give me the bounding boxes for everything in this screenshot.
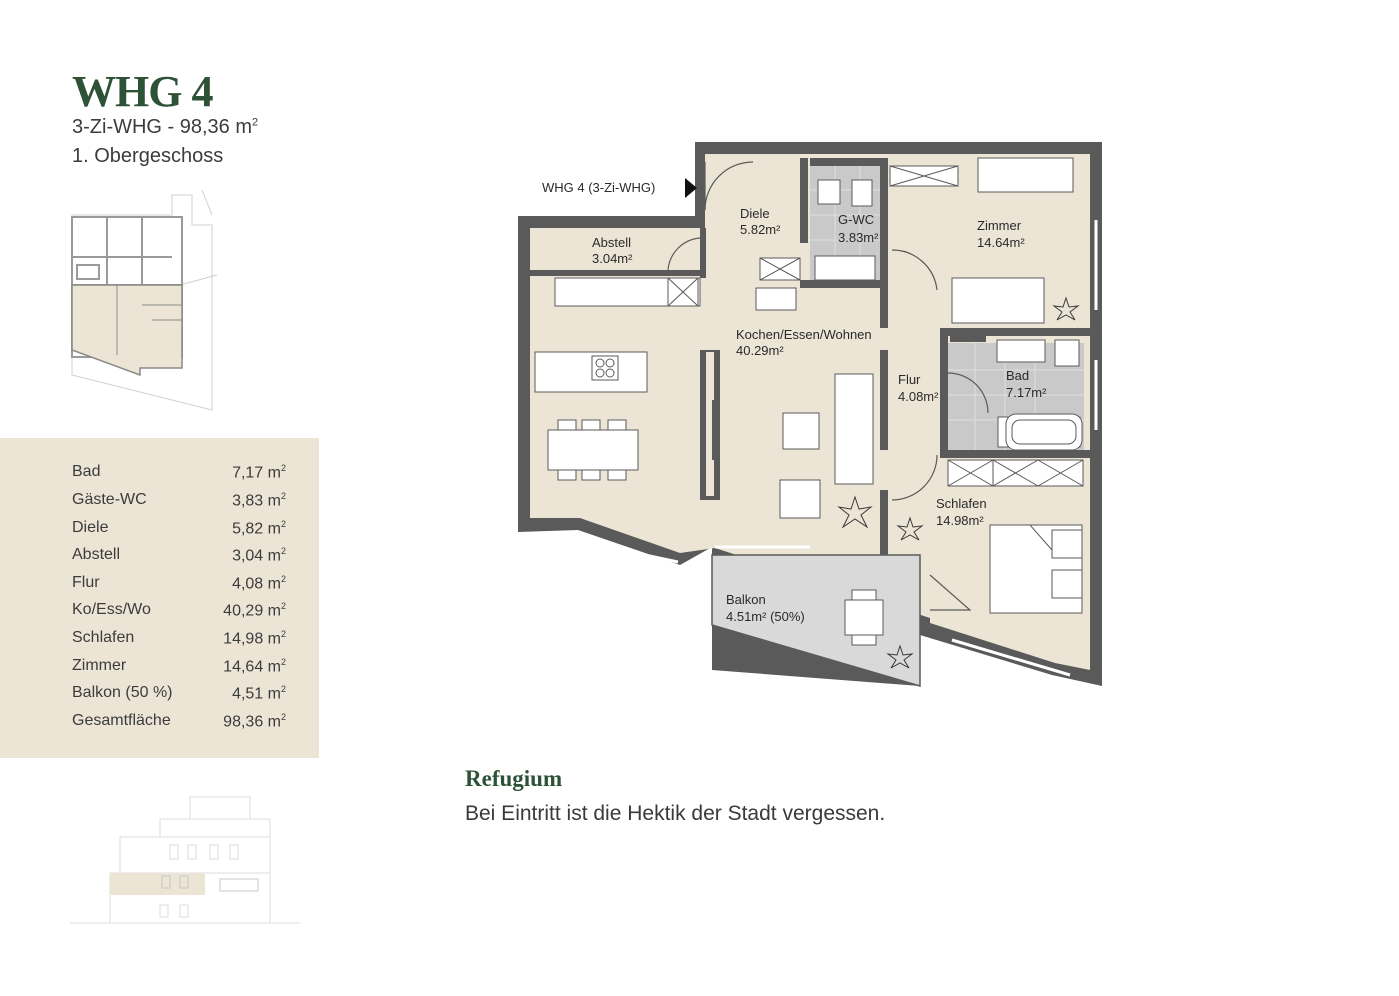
room-gwc-name: G-WC [838, 212, 874, 227]
area-value: 98,36 m2 [223, 712, 286, 731]
area-value: 3,83 m2 [232, 491, 286, 510]
area-label: Gesamtfläche [72, 712, 171, 729]
area-row: Diele 5,82 m2 [72, 519, 286, 541]
floor-plan: WHG 4 (3-Zi-WHG) Diele 5.82m² G-WC 3.83m… [518, 142, 1102, 688]
area-value: 4,08 m2 [232, 574, 286, 593]
entrance-label: WHG 4 (3-Zi-WHG) [542, 180, 655, 195]
refugium-title: Refugium [465, 766, 563, 791]
apartment-type: 3-Zi-WHG - 98,36 m2 [72, 116, 259, 138]
balcony-area [711, 554, 921, 688]
room-bad-area: 7.17m² [1006, 385, 1047, 400]
area-label: Balkon (50 %) [72, 684, 173, 701]
area-label: Ko/Ess/Wo [72, 601, 151, 618]
area-value: 4,51 m2 [232, 684, 286, 703]
room-kochen-area: 40.29m² [736, 343, 784, 358]
room-zimmer-name: Zimmer [977, 218, 1022, 233]
room-abstell-name: Abstell [592, 235, 631, 250]
area-value: 7,17 m2 [232, 463, 286, 482]
room-flur-name: Flur [898, 372, 921, 387]
area-value: 14,98 m2 [223, 629, 286, 648]
room-schlafen-name: Schlafen [936, 496, 987, 511]
area-label: Schlafen [72, 629, 135, 646]
area-row: Zimmer 14,64 m2 [72, 657, 286, 679]
area-value: 3,04 m2 [232, 546, 286, 565]
room-diele-area: 5.82m² [740, 222, 781, 237]
entrance-arrow-icon [685, 178, 697, 198]
room-abstell-area: 3.04m² [592, 251, 633, 266]
keyplan-thumbnail [71, 189, 218, 411]
floor-level: 1. Obergeschoss [72, 145, 224, 167]
area-row: Ko/Ess/Wo 40,29 m2 [72, 601, 286, 623]
room-flur-area: 4.08m² [898, 389, 939, 404]
area-row: Gäste-WC 3,83 m2 [72, 491, 286, 513]
area-value: 5,82 m2 [232, 519, 286, 538]
area-label: Bad [72, 463, 101, 480]
area-value: 40,29 m2 [223, 601, 286, 620]
refugium-text: Bei Eintritt ist die Hektik der Stadt ve… [465, 802, 886, 825]
room-balkon-area: 4.51m² (50%) [726, 609, 805, 624]
area-label: Diele [72, 519, 109, 536]
room-schlafen-area: 14.98m² [936, 513, 984, 528]
area-row: Flur 4,08 m2 [72, 574, 286, 596]
room-balkon-name: Balkon [726, 592, 766, 607]
area-label: Flur [72, 574, 100, 591]
area-row: Bad 7,17 m2 [72, 463, 286, 485]
room-zimmer-area: 14.64m² [977, 235, 1025, 250]
area-label: Abstell [72, 546, 121, 563]
elevation-highlighted-floor [110, 873, 205, 895]
area-summary-panel: Bad 7,17 m2 Gäste-WC 3,83 m2 Diele 5,82 m2 Abs… [0, 438, 319, 758]
page-title: WHG 4 [72, 67, 213, 116]
area-row: Balkon (50 %) 4,51 m2 [72, 684, 286, 706]
building-elevation-thumbnail [70, 796, 300, 924]
room-kochen-name: Kochen/Essen/Wohnen [736, 327, 872, 342]
area-label: Zimmer [72, 657, 127, 674]
area-label: Gäste-WC [72, 491, 147, 508]
area-row: Schlafen 14,98 m2 [72, 629, 286, 651]
area-value: 14,64 m2 [223, 657, 286, 676]
keyplan-highlighted-unit [71, 284, 183, 377]
area-row: Gesamtfläche 98,36 m2 [72, 712, 286, 734]
area-row: Abstell 3,04 m2 [72, 546, 286, 568]
room-diele-name: Diele [740, 206, 770, 221]
room-gwc-area: 3.83m² [838, 230, 879, 245]
room-bad-name: Bad [1006, 368, 1029, 383]
